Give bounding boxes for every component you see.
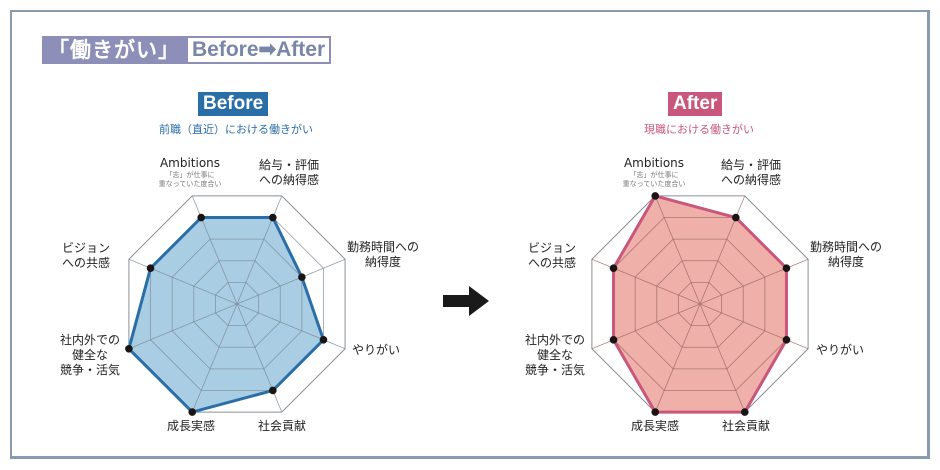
label-sub: 重なっていた度合い: [622, 180, 686, 188]
before-label-yarigai: やりがい: [352, 343, 400, 358]
label-line: への納得感: [720, 173, 782, 187]
data-point: [782, 264, 791, 272]
before-label-growth: 成長実感: [167, 419, 215, 434]
chart-frame: [10, 10, 930, 459]
after-label-competition: 社内外での 健全な 競争・活気: [525, 333, 585, 378]
label-sub: 重なっていた度合い: [158, 180, 222, 188]
label-sub: 「志」が仕事に: [629, 171, 679, 179]
label-line: 給与・評価: [720, 158, 782, 172]
label-line: 健全な: [536, 348, 574, 362]
label-line: ビジョン: [61, 241, 111, 255]
label-line: への共感: [61, 256, 111, 270]
label-sub: 「志」が仕事に: [165, 171, 215, 179]
before-label-hours: 勤務時間への 納得度: [347, 240, 419, 270]
data-area: [128, 217, 324, 413]
label-line: 給与・評価: [258, 158, 320, 172]
before-label-competition: 社内外での 健全な 競争・活気: [60, 333, 120, 378]
data-point: [197, 213, 205, 222]
right-arrow-icon: [443, 286, 489, 316]
before-label-social: 社会貢献: [258, 419, 306, 434]
label-line: 社内外での: [59, 333, 121, 347]
label-line: 健全な: [71, 348, 109, 362]
title-japanese: 「働きがい」: [42, 36, 186, 64]
label-line: への納得感: [258, 173, 320, 187]
label-line: 勤務時間への: [809, 240, 883, 254]
data-point: [269, 386, 277, 395]
after-subtitle: 現職における働きがい: [644, 123, 754, 136]
data-point: [732, 213, 740, 222]
label-line: 納得度: [827, 255, 865, 269]
data-point: [651, 192, 660, 200]
label-line: 社内外での: [524, 333, 586, 347]
page-title: 「働きがい」 Before➡After: [42, 36, 332, 64]
after-label-vision: ビジョン への共感: [528, 241, 576, 271]
label-line: やりがい: [351, 343, 401, 357]
label-line: 競争・活気: [524, 363, 586, 377]
data-point: [188, 408, 197, 416]
before-subtitle: 前職（直近）における働きがい: [159, 123, 313, 136]
before-label-vision: ビジョン への共感: [62, 241, 110, 271]
after-label-ambitions: Ambitions 「志」が仕事に 重なっていた度合い: [623, 156, 686, 189]
data-point: [609, 264, 618, 272]
before-badge: Before: [198, 92, 269, 116]
label-main: Ambitions: [159, 156, 221, 170]
after-label-salary: 給与・評価 への納得感: [721, 158, 781, 188]
after-label-yarigai: やりがい: [816, 343, 864, 358]
label-line: 勤務時間への: [346, 240, 420, 254]
label-line: 成長実感: [166, 419, 216, 433]
label-line: 社会貢献: [721, 419, 771, 433]
before-label-ambitions: Ambitions 「志」が仕事に 重なっていた度合い: [159, 156, 222, 189]
label-line: への共感: [527, 256, 577, 270]
label-main: Ambitions: [623, 156, 685, 170]
data-point: [319, 336, 328, 344]
before-label-salary: 給与・評価 への納得感: [259, 158, 319, 188]
label-line: 社会貢献: [257, 419, 307, 433]
data-point: [651, 408, 660, 416]
after-label-growth: 成長実感: [631, 419, 679, 434]
data-point: [740, 408, 749, 416]
title-english: Before➡After: [186, 36, 332, 64]
data-point: [125, 344, 133, 353]
data-point: [269, 213, 277, 222]
after-label-hours: 勤務時間への 納得度: [810, 240, 882, 270]
after-label-social: 社会貢献: [722, 419, 770, 434]
data-point: [298, 273, 306, 281]
label-line: 納得度: [364, 255, 402, 269]
data-point: [782, 336, 791, 344]
label-line: やりがい: [815, 343, 865, 357]
label-line: 競争・活気: [59, 363, 121, 377]
data-point: [609, 336, 618, 344]
label-line: ビジョン: [527, 241, 577, 255]
data-point: [146, 264, 155, 272]
after-badge: After: [668, 92, 723, 116]
label-line: 成長実感: [630, 419, 680, 433]
